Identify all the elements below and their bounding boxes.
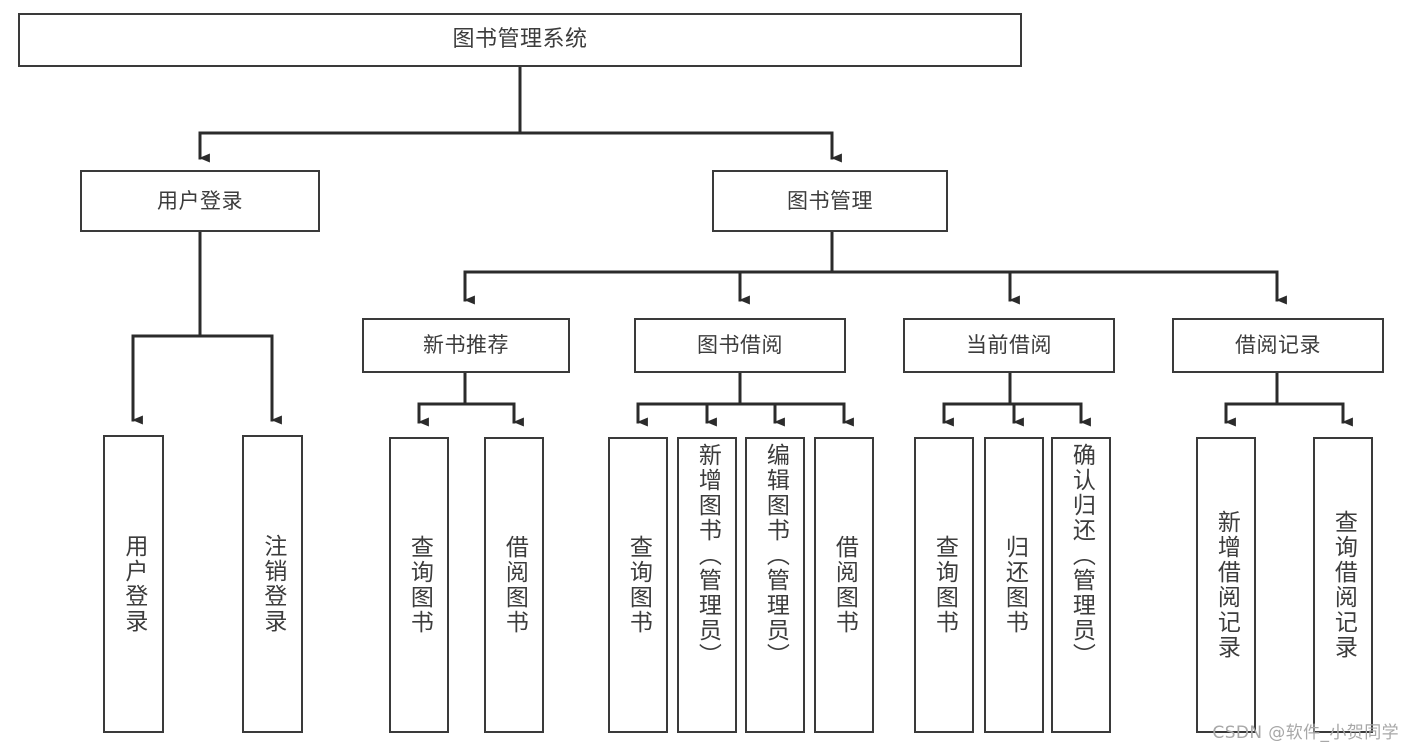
csdn-watermark: CSDN @软件_小贺同学 [1212,723,1399,743]
node-book-borrow[interactable]: 图书借阅 [634,318,846,373]
node-label: 借阅记录 [1235,333,1321,357]
leaf-edit-book-admin[interactable]: 编辑图书（管理员） [745,437,805,733]
leaf-return-book[interactable]: 归还图书 [984,437,1044,733]
node-label: 归还图书 [1001,535,1028,635]
node-label: 确认归还（管理员） [1068,443,1095,668]
node-label: 编辑图书（管理员） [762,443,789,668]
node-label: 注销登录 [259,534,286,634]
leaf-query-book-current[interactable]: 查询图书 [914,437,974,733]
node-label: 查询图书 [931,535,958,635]
node-root-system[interactable]: 图书管理系统 [18,13,1022,67]
node-label: 查询借阅记录 [1330,510,1357,660]
node-label: 图书借阅 [697,333,783,357]
leaf-borrow-book-recommend[interactable]: 借阅图书 [484,437,544,733]
node-user-login[interactable]: 用户登录 [80,170,320,232]
node-new-book-recommend[interactable]: 新书推荐 [362,318,570,373]
node-label: 当前借阅 [966,333,1052,357]
leaf-logout-login[interactable]: 注销登录 [242,435,303,733]
leaf-add-book-admin[interactable]: 新增图书（管理员） [677,437,737,733]
node-book-management[interactable]: 图书管理 [712,170,948,232]
node-label: 新增借阅记录 [1213,510,1240,660]
leaf-query-book-recommend[interactable]: 查询图书 [389,437,449,733]
node-label: 借阅图书 [501,535,528,635]
node-label: 图书管理系统 [452,27,588,52]
leaf-borrow-book[interactable]: 借阅图书 [814,437,874,733]
node-label: 图书管理 [787,188,873,213]
node-label: 用户登录 [157,188,243,213]
node-borrow-record[interactable]: 借阅记录 [1172,318,1384,373]
node-label: 查询图书 [406,535,433,635]
node-label: 借阅图书 [831,535,858,635]
leaf-query-borrow-record[interactable]: 查询借阅记录 [1313,437,1373,733]
node-current-borrow[interactable]: 当前借阅 [903,318,1115,373]
leaf-query-book-borrow[interactable]: 查询图书 [608,437,668,733]
leaf-confirm-return-admin[interactable]: 确认归还（管理员） [1051,437,1111,733]
node-label: 查询图书 [625,535,652,635]
node-label: 新书推荐 [423,333,509,357]
node-label: 用户登录 [120,534,147,634]
node-label: 新增图书（管理员） [694,443,721,668]
leaf-add-borrow-record[interactable]: 新增借阅记录 [1196,437,1256,733]
leaf-user-login[interactable]: 用户登录 [103,435,164,733]
